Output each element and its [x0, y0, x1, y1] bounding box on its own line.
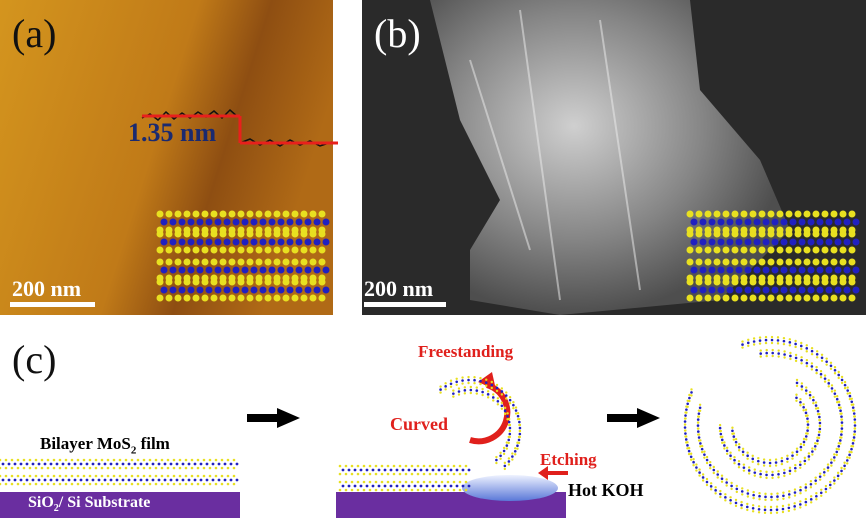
substrate-label-suffix: / Si Substrate [58, 494, 151, 511]
panel-label-a: (a) [12, 11, 57, 56]
scale-bar-label-a: 200 nm [12, 276, 82, 301]
curved-label: Curved [390, 414, 448, 434]
substrate-label-subscript: 2 [53, 503, 59, 515]
scale-bar-a [10, 302, 95, 307]
substrate-label: SiO2/ Si Substrate [28, 494, 150, 514]
panel-label-c: (c) [12, 337, 57, 382]
arrow-2 [607, 408, 660, 428]
freestanding-label: Freestanding [418, 342, 514, 361]
hot-koh-droplet [462, 475, 558, 501]
bilayer-film-label: Bilayer MoS2 film [40, 434, 170, 456]
film-label-text: Bilayer MoS [40, 434, 131, 453]
mos2-atomic-models [0, 210, 860, 515]
panel-label-b: (b) [374, 11, 421, 56]
film-label-subscript: 2 [130, 444, 137, 457]
etching-label: Etching [540, 450, 597, 469]
step-profile [141, 108, 338, 147]
hot-koh-label: Hot KOH [568, 480, 644, 500]
substrate-1 [0, 492, 240, 518]
arrow-1 [247, 408, 300, 428]
scale-bar-b [364, 302, 446, 307]
substrate-label-text: SiO [28, 494, 54, 511]
etching-arrow [538, 466, 568, 480]
scale-bar-label-b: 200 nm [364, 276, 434, 301]
film-label-suffix: film [136, 434, 170, 453]
step-height-label: 1.35 nm [128, 118, 217, 147]
